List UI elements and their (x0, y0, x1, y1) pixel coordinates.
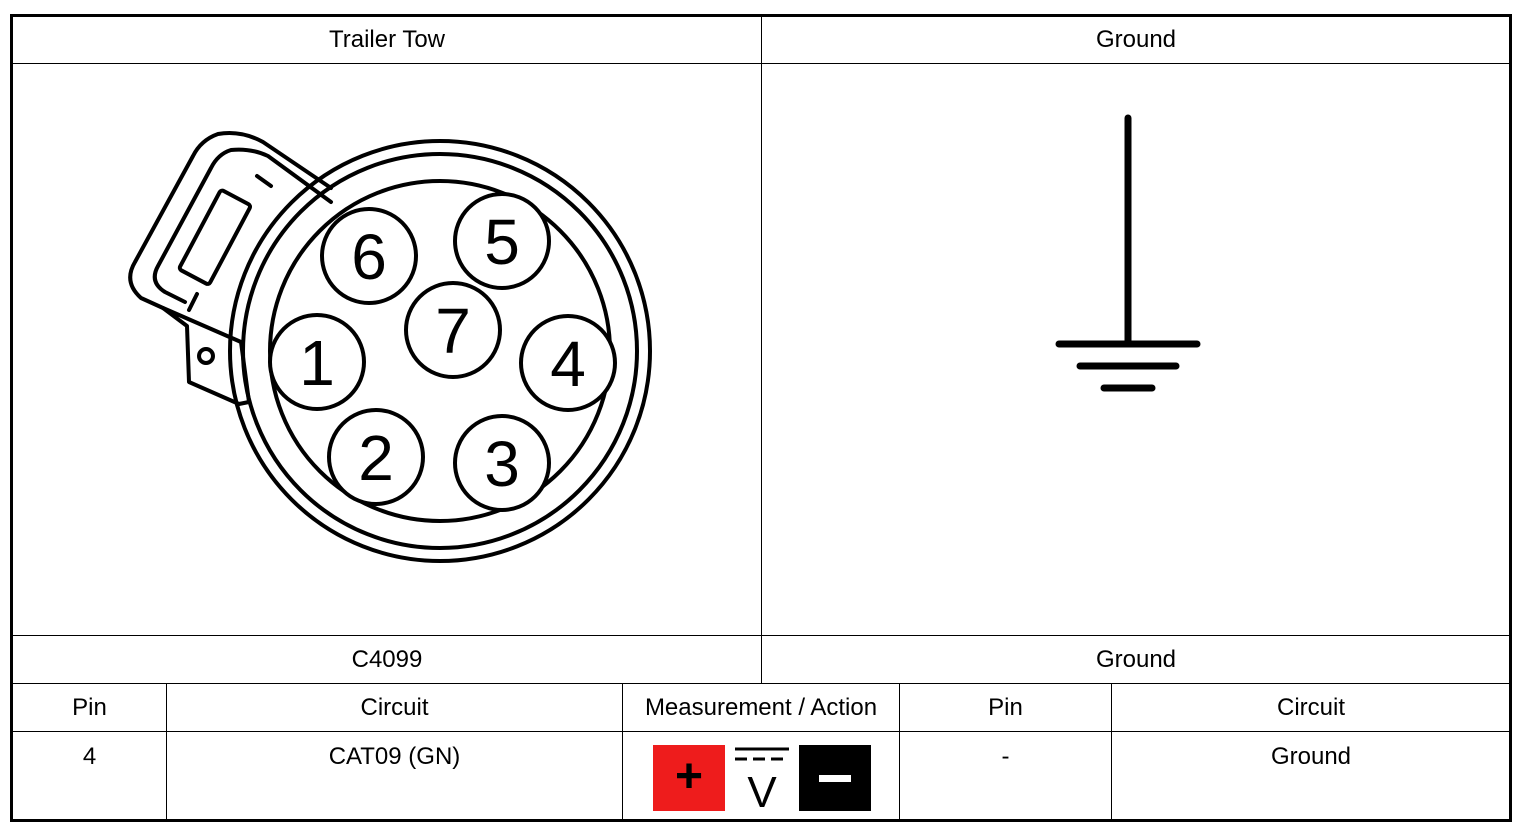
rule-col2 (622, 684, 623, 819)
pin-cavity-7: 7 (404, 281, 502, 379)
pin-circle (327, 408, 425, 506)
rule-center (761, 17, 762, 684)
ground-title: Ground (1095, 26, 1177, 53)
connector-face-diagram: 12 345 67 (128, 131, 652, 563)
connector-latch-inner (152, 147, 333, 304)
row-circuit: CAT09 (GN) (328, 743, 461, 770)
voltmeter-symbol: + V (653, 744, 871, 811)
rule-col-headers (12, 731, 1510, 732)
row-pin: 4 (82, 743, 97, 770)
rule-col1 (166, 684, 167, 819)
pin-cavity-6: 6 (320, 207, 418, 305)
ground-id: Ground (1095, 645, 1177, 673)
rule-col3 (899, 684, 900, 819)
pin-circle (320, 207, 418, 305)
pin-number: 1 (299, 327, 335, 399)
col-header-measurement: Measurement / Action (644, 693, 878, 721)
connector-shell-outer (228, 139, 652, 563)
pin-cavity-5: 5 (453, 192, 551, 290)
pin-number: 2 (358, 422, 394, 494)
pin-circle (453, 192, 551, 290)
pin-cavity-3: 3 (453, 414, 551, 512)
connector-shell-mid (241, 152, 639, 550)
voltage-symbol: V (747, 768, 777, 811)
pin-number: 3 (484, 428, 520, 500)
connector-latch-tab (161, 306, 251, 406)
col-header-ground-pin: Pin (988, 693, 1023, 721)
pin-number: 4 (550, 328, 586, 400)
col-header-circuit: Circuit (360, 693, 429, 721)
pin-cavity-1: 1 (268, 313, 366, 411)
pin-circle (519, 314, 617, 412)
col-header-pin: Pin (72, 693, 107, 721)
connector-latch-block (177, 188, 253, 286)
diagram-frame (10, 14, 1512, 822)
connector-title: Trailer Tow (328, 26, 446, 53)
row-ground-circuit: Ground (1270, 743, 1352, 770)
pin-number: 5 (484, 206, 520, 278)
pin-number: 7 (435, 295, 471, 367)
connector-latch-link (187, 174, 273, 312)
pin-cavity-4: 4 (519, 314, 617, 412)
positive-probe-icon (653, 744, 725, 811)
connector-latch-hole (197, 347, 215, 365)
col-header-ground-circuit: Circuit (1276, 693, 1345, 721)
ground-symbol (1055, 114, 1201, 392)
rule-col4 (1111, 684, 1112, 819)
pin-cavity-2: 2 (327, 408, 425, 506)
negative-symbol (819, 774, 851, 782)
pin-circle (404, 281, 502, 379)
connector-latch-outer (128, 131, 333, 310)
pin-circle (268, 313, 366, 411)
pin-number: 6 (351, 221, 387, 293)
pin-circle (453, 414, 551, 512)
positive-symbol: + (675, 750, 703, 803)
row-measurement: + V (623, 732, 899, 819)
connector-id: C4099 (351, 645, 423, 673)
row-ground-pin: - (1001, 743, 1010, 770)
